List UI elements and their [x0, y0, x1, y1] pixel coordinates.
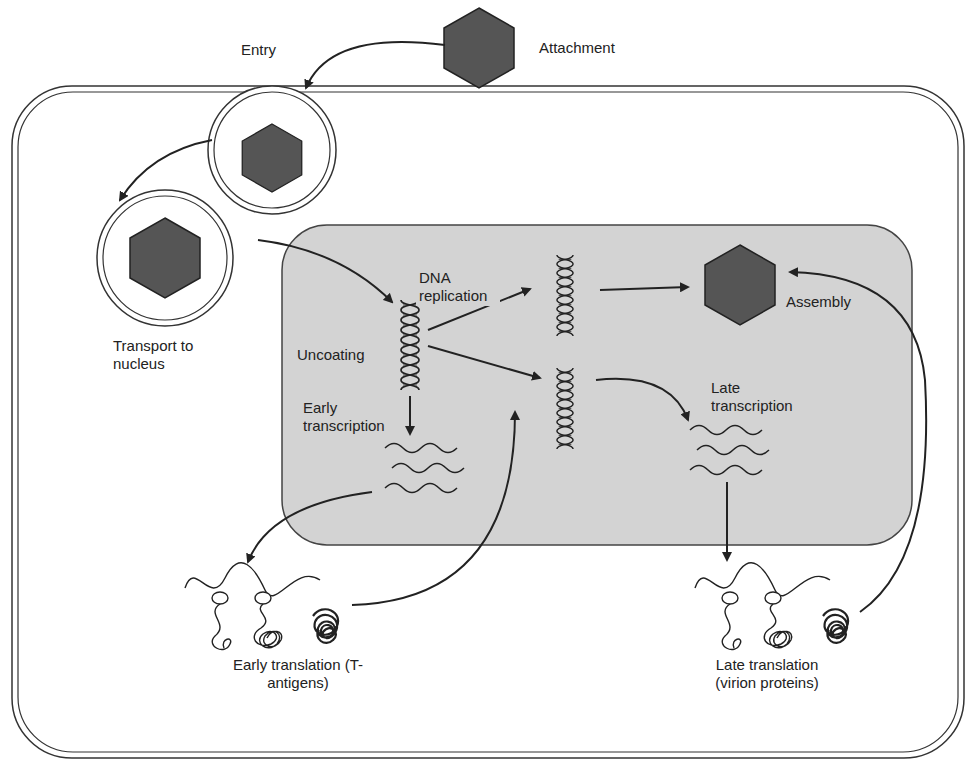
- dna-helix: [401, 300, 419, 390]
- stage-label: DNA replication: [416, 268, 500, 306]
- stage-label: Early translation (T-antigens): [228, 655, 368, 693]
- entry-vesicle-inner: [214, 92, 330, 208]
- mrna: [392, 464, 464, 473]
- stage-label: Late transcription: [708, 378, 808, 416]
- mrna: [697, 446, 769, 455]
- virion: [705, 245, 775, 325]
- flow-arrows: [120, 42, 926, 612]
- stage-label: Early transcription: [300, 398, 398, 436]
- virion: [444, 8, 514, 88]
- mrna: [385, 484, 457, 493]
- nucleus: [282, 225, 912, 545]
- virion: [130, 218, 200, 298]
- stage-label: Transport to nucleus: [110, 336, 208, 374]
- protein-chain: [185, 563, 338, 650]
- stage-label: Assembly: [783, 292, 854, 312]
- stage-label: Late translation (virion proteins): [692, 655, 842, 693]
- stage-label: Attachment: [536, 38, 618, 58]
- mrna: [690, 466, 762, 475]
- mrna: [690, 426, 762, 435]
- stage-label: Entry: [238, 40, 279, 60]
- entry-vesicle: [208, 86, 336, 214]
- cell-membrane-inner: [18, 92, 958, 752]
- cell-membrane: [12, 86, 964, 758]
- dna-helix: [557, 255, 573, 336]
- mrna: [385, 444, 457, 453]
- dna-helix: [557, 368, 573, 449]
- virion: [242, 124, 302, 192]
- stage-label: Uncoating: [294, 345, 368, 365]
- transport-vesicle: [97, 190, 233, 326]
- transport-vesicle-inner: [103, 196, 227, 320]
- protein-chain: [695, 563, 848, 650]
